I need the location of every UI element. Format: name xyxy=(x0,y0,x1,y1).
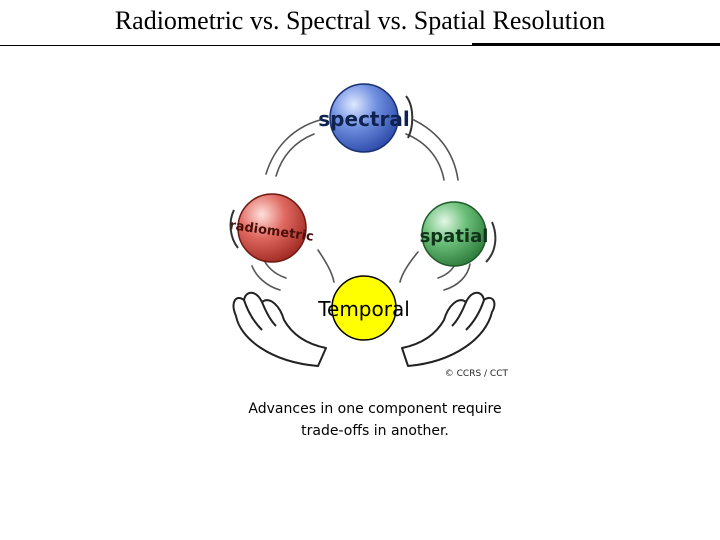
spectral-label: spectral xyxy=(318,107,409,131)
slide-title: Radiometric vs. Spectral vs. Spatial Res… xyxy=(114,6,606,35)
spectral-ball: spectral xyxy=(318,83,414,153)
spatial-label: spatial xyxy=(420,226,489,247)
caption: Advances in one component require trade-… xyxy=(200,398,550,442)
copyright-credit: © CCRS / CCT xyxy=(445,369,509,379)
temporal-ball: Temporal xyxy=(317,275,410,341)
title-underline-accent xyxy=(472,43,720,46)
title-underline xyxy=(0,45,720,46)
juggling-diagram: spectral radiometric spatial xyxy=(222,76,510,380)
left-hand-icon xyxy=(232,291,327,367)
temporal-label: Temporal xyxy=(317,297,410,321)
radiometric-ball: radiometric xyxy=(228,193,315,263)
spatial-ball: spatial xyxy=(420,201,497,267)
caption-line-1: Advances in one component require xyxy=(248,401,502,417)
caption-line-2: trade-offs in another. xyxy=(301,423,449,439)
motion-arcs xyxy=(251,119,471,291)
right-hand-icon xyxy=(401,291,496,367)
